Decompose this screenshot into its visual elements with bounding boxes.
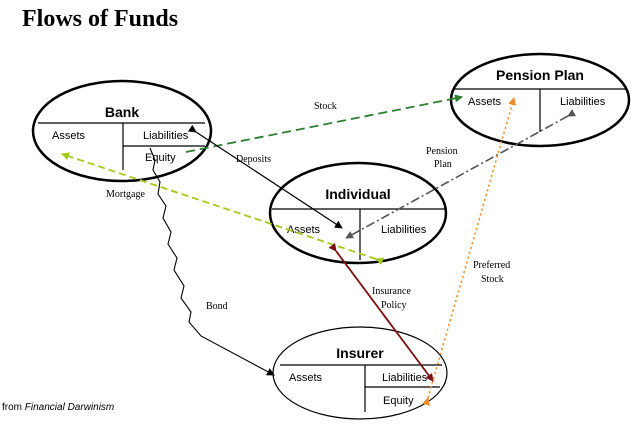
insurance-policy-label-line2: Policy [381, 300, 407, 311]
individual-title: Individual [325, 186, 390, 202]
bond-label: Bond [206, 301, 228, 312]
bank-assets: Assets [52, 130, 86, 142]
bank-liabilities: Liabilities [143, 130, 189, 142]
source-caption: from Financial Darwinism [2, 402, 114, 413]
page-title: Flows of Funds [22, 6, 179, 32]
bond-flow-arrow [149, 147, 275, 376]
stock-label: Stock [314, 101, 337, 112]
pension-plan-liabilities: Liabilities [560, 96, 606, 108]
source-prefix: from [2, 402, 22, 413]
mortgage-flow-arrow [61, 152, 384, 266]
insurer-equity: Equity [383, 395, 414, 407]
bank-title: Bank [105, 104, 139, 120]
pension-plan-title: Pension Plan [496, 67, 584, 83]
individual-ellipse [268, 161, 448, 265]
insurer-title: Insurer [336, 345, 384, 361]
individual-node: Individual Assets Liabilities [268, 161, 448, 265]
mortgage-label: Mortgage [106, 189, 145, 200]
bank-node: Bank Assets Liabilities Equity [31, 79, 213, 183]
pension-plan-label-line2: Plan [434, 159, 452, 170]
insurer-assets: Assets [289, 372, 323, 384]
individual-liabilities: Liabilities [381, 224, 427, 236]
insurer-liabilities: Liabilities [382, 372, 428, 384]
preferred-stock-label-line1: Preferred [473, 260, 510, 271]
pension-plan-assets: Assets [468, 96, 502, 108]
preferred-stock-label-line2: Stock [481, 274, 504, 285]
deposits-label: Deposits [236, 154, 271, 165]
pension-plan-label-line1: Pension [426, 146, 458, 157]
pension-plan-flow-arrow [345, 109, 577, 239]
pension-plan-node: Pension Plan Assets Liabilities [449, 52, 631, 148]
bank-equity: Equity [145, 152, 176, 164]
insurer-node: Insurer Assets Liabilities Equity [272, 326, 448, 420]
insurance-policy-flow-arrow [328, 242, 434, 382]
preferred-stock-flow-arrow [422, 97, 516, 406]
insurance-policy-label-line1: Insurance [372, 286, 411, 297]
source-title: Financial Darwinism [24, 402, 115, 413]
